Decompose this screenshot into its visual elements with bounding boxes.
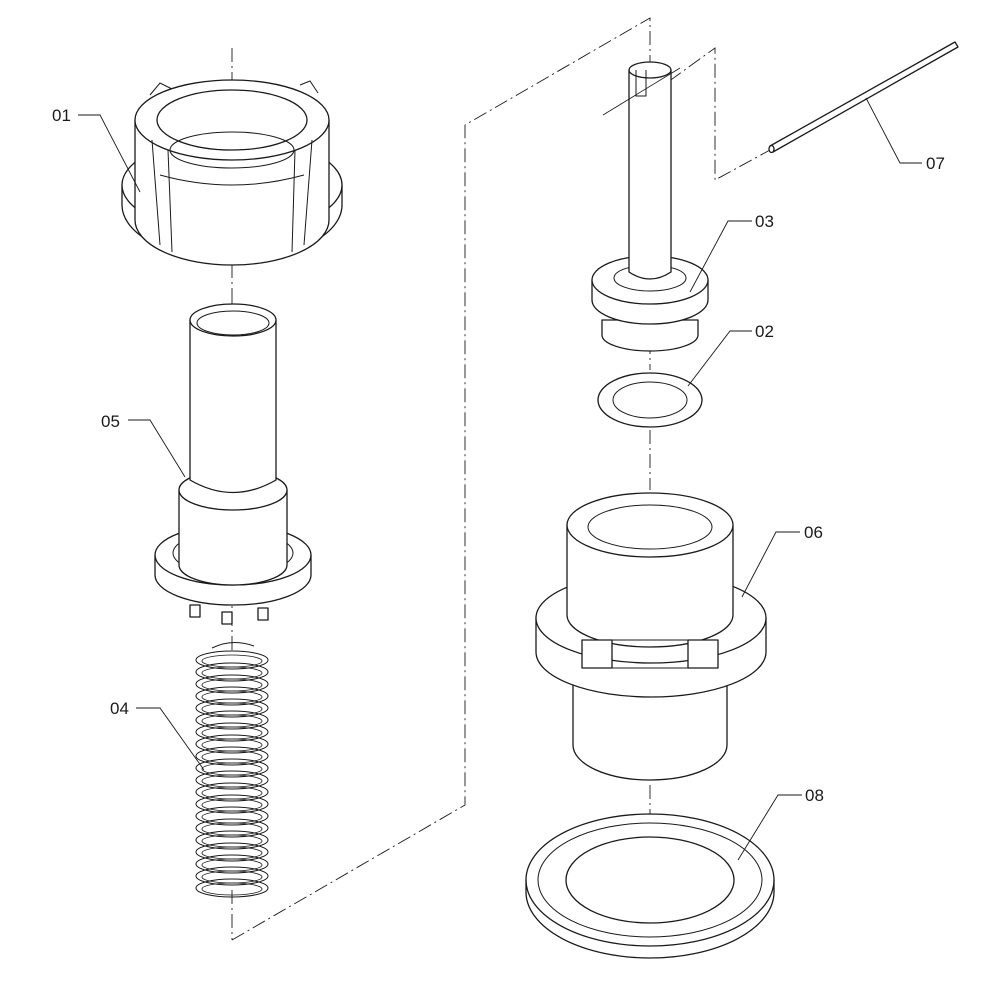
label-part-04: 04 (110, 699, 129, 718)
part-07-pin (768, 41, 959, 154)
part-08-gasket (525, 813, 775, 959)
spring-coil (195, 770, 269, 790)
spring-coil (195, 878, 269, 898)
spring-coil (195, 686, 269, 706)
spring-coil (195, 698, 269, 718)
spring-coil (195, 806, 269, 826)
spring-coil (195, 794, 269, 814)
spring-coil (195, 782, 269, 802)
leader-lines (78, 97, 922, 861)
spring-coil (195, 854, 269, 874)
spring-coil (195, 758, 269, 778)
part-06-valve-body (535, 492, 767, 781)
spring-coil-inner (201, 882, 263, 896)
spring-coil (195, 650, 269, 670)
part-labels: 01 05 04 03 02 06 08 07 (52, 106, 945, 805)
spring-coil (195, 842, 269, 862)
label-part-05: 05 (101, 412, 120, 431)
spring-coil (195, 662, 269, 682)
spring-coil (195, 830, 269, 850)
part-05-tube-stem (154, 303, 312, 625)
spring-coil (195, 734, 269, 754)
label-part-06: 06 (804, 523, 823, 542)
spring-coil (195, 674, 269, 694)
spring-coil (195, 818, 269, 838)
part-01-cap-nut (121, 79, 343, 266)
spring-coil (195, 746, 269, 766)
label-part-01: 01 (52, 106, 71, 125)
part-02-o-ring (597, 372, 703, 428)
spring-coil-inner (201, 654, 263, 668)
part-04-spring (195, 642, 269, 898)
label-part-03: 03 (755, 212, 774, 231)
spring-coil (195, 866, 269, 886)
label-part-07: 07 (926, 154, 945, 173)
spring-coil (195, 722, 269, 742)
part-03-spindle (591, 61, 709, 352)
label-part-08: 08 (805, 786, 824, 805)
spring-coil (195, 710, 269, 730)
label-part-02: 02 (755, 322, 774, 341)
